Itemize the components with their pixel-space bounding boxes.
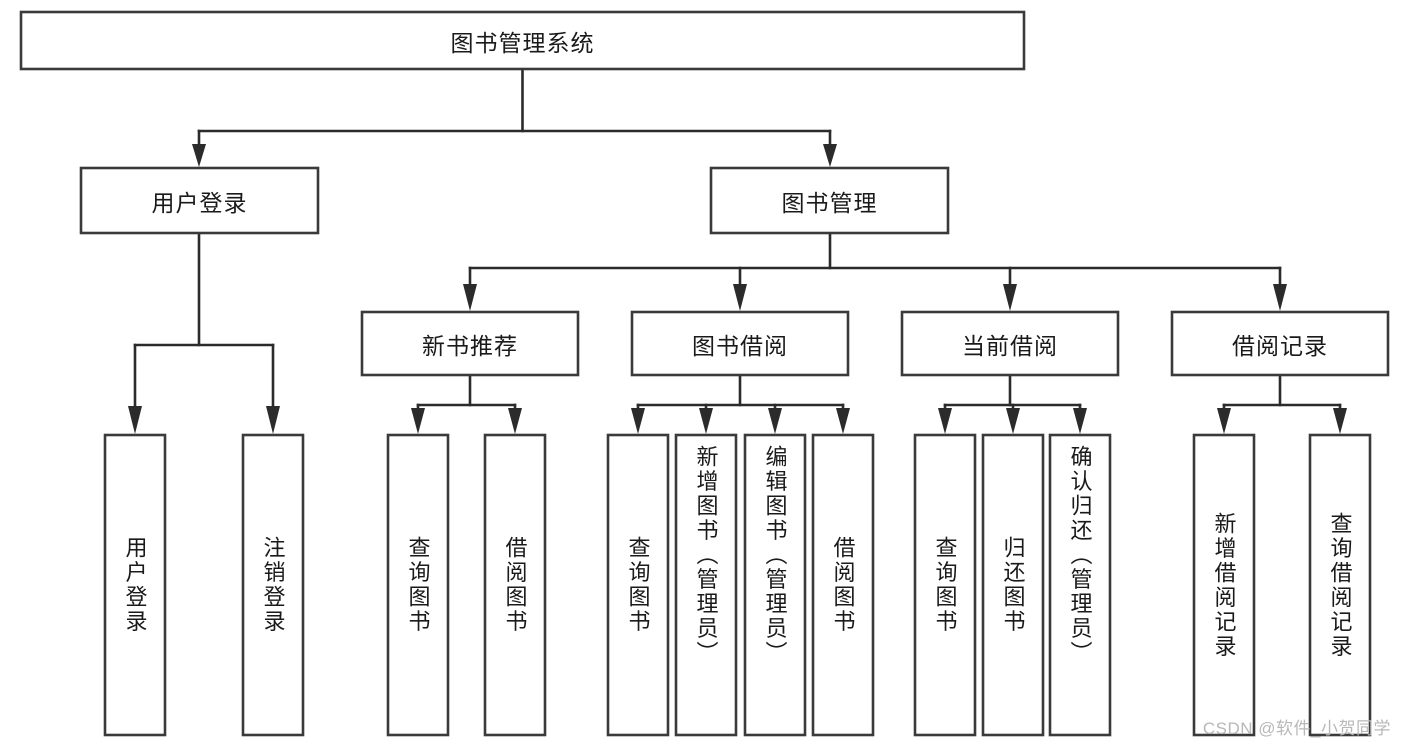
arrow-head-borrow-record [1273, 284, 1287, 311]
connector-group-root [192, 67, 837, 167]
arrow-head-cb-confirm-return [1073, 408, 1087, 434]
arrow-head-cb-query-book [938, 408, 952, 434]
arrow-head-user-login [192, 144, 206, 167]
node-box-borrow-record[interactable] [1170, 310, 1390, 377]
node-box-new-book-rec[interactable] [360, 310, 580, 377]
arrow-head-br-query-record [1333, 408, 1347, 434]
node-box-book-manage[interactable] [709, 166, 950, 235]
node-box-current-borrow[interactable] [900, 310, 1120, 377]
node-box-leaf-br-add-record[interactable] [1192, 433, 1256, 737]
connector-group-book-manage [463, 231, 1287, 311]
node-box-user-login[interactable] [79, 166, 320, 235]
arrow-head-leaf-user-login [128, 406, 142, 434]
node-box-book-borrow[interactable] [630, 310, 850, 377]
node-box-leaf-user-logout[interactable] [241, 433, 305, 737]
node-box-leaf-rec-borrow-book[interactable] [483, 433, 547, 737]
node-box-leaf-bb-edit-book[interactable] [743, 433, 807, 737]
node-box-leaf-bb-add-book[interactable] [674, 433, 738, 737]
node-box-leaf-br-query-record[interactable] [1308, 433, 1372, 737]
connector-group-borrow-record [1217, 373, 1347, 434]
node-box-leaf-bb-query-book[interactable] [606, 433, 670, 737]
connector-group-book-borrow [631, 373, 850, 434]
arrow-head-cb-return-book [1006, 408, 1020, 434]
node-box-leaf-rec-query-book[interactable] [386, 433, 450, 737]
arrow-head-bb-borrow-book [836, 408, 850, 434]
arrow-head-rec-borrow-book [508, 408, 522, 434]
connector-group-user-login [128, 231, 280, 434]
arrow-head-br-add-record [1217, 408, 1231, 434]
node-box-leaf-user-login[interactable] [103, 433, 167, 737]
node-box-leaf-cb-query-book[interactable] [913, 433, 977, 737]
connector-group-new-book-rec [411, 373, 522, 434]
arrow-head-new-book-rec [463, 284, 477, 311]
arrow-head-book-borrow [733, 284, 747, 311]
node-box-leaf-cb-return-book[interactable] [981, 433, 1045, 737]
arrow-head-bb-add-book [699, 408, 713, 434]
node-box-leaf-bb-borrow-book[interactable] [811, 433, 875, 737]
arrow-head-current-borrow [1003, 284, 1017, 311]
arrow-head-bb-edit-book [768, 408, 782, 434]
node-box-root[interactable] [19, 10, 1026, 71]
arrow-head-book-manage [823, 144, 837, 167]
node-box-leaf-cb-confirm-return[interactable] [1048, 433, 1112, 737]
connector-group-current-borrow [938, 373, 1087, 434]
arrow-head-bb-query-book [631, 408, 645, 434]
arrow-head-leaf-user-logout [266, 406, 280, 434]
arrow-head-rec-query-book [411, 408, 425, 434]
